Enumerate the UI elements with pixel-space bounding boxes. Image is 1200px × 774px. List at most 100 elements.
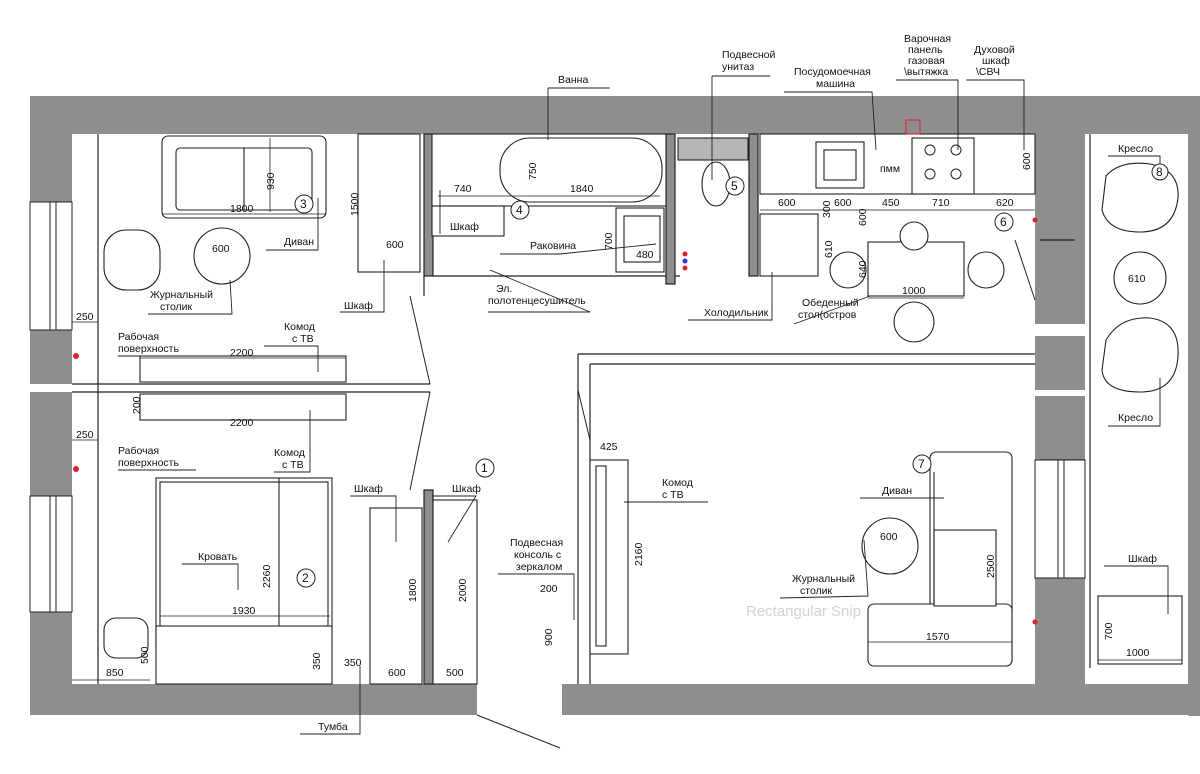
dim-k-710: 710: [932, 197, 950, 209]
label-vanna: Ванна: [558, 74, 588, 86]
room-number-1: 1: [481, 461, 488, 475]
dim-wd-500: 500: [446, 667, 464, 679]
watermark: Rectangular Snip: [746, 603, 861, 620]
label-konsol-1: Подвесная: [510, 537, 563, 549]
dim-k-640: 640: [857, 260, 869, 278]
labels: Ванна Подвесной унитаз Посудомоечная маш…: [118, 33, 1157, 733]
label-shkaf-bath: Шкаф: [450, 221, 479, 233]
dim-hall-1500: 1500: [349, 192, 361, 216]
dim-sofa-depth: 930: [265, 172, 277, 190]
room-number-8: 8: [1156, 165, 1163, 179]
dim-liv-2160: 2160: [633, 542, 645, 566]
label-rabochaya-2a: Рабочая: [118, 445, 159, 457]
label-kreslo-top: Кресло: [1118, 143, 1153, 155]
dim-k-600d: 600: [857, 208, 869, 226]
dim-w-250a: 250: [76, 311, 94, 323]
room-number-4: 4: [516, 203, 523, 217]
room-number-6: 6: [1000, 215, 1007, 229]
dim-bed-350: 350: [311, 652, 323, 670]
dim-bath-740: 740: [454, 183, 472, 195]
label-komod-1b: с ТВ: [292, 333, 314, 345]
label-krovat: Кровать: [198, 551, 238, 563]
dim-hall-600: 600: [386, 239, 404, 251]
label-komod-2b: с ТВ: [282, 459, 304, 471]
dim-liv-2500: 2500: [985, 554, 997, 578]
label-pmm-2: машина: [816, 78, 855, 90]
label-varochnaya-4: \вытяжка: [904, 66, 948, 78]
dimension-lines: [72, 138, 1182, 681]
dim-bed-1930: 1930: [232, 605, 256, 617]
label-el-1: Эл.: [496, 283, 512, 295]
label-stol-1: Обеденный: [802, 297, 859, 309]
dim-k-600a: 600: [778, 197, 796, 209]
label-el-2: полотенцесушитель: [488, 295, 586, 307]
label-shkaf-bed-1: Шкаф: [354, 483, 383, 495]
label-rabochaya-2b: поверхность: [118, 457, 179, 469]
stove-hobs: [924, 144, 962, 180]
label-rabochaya-1a: Рабочая: [118, 331, 159, 343]
label-komod-1a: Комод: [284, 321, 315, 333]
partitions: [72, 133, 1091, 685]
label-duhovoi-3: \СВЧ: [976, 66, 1000, 78]
label-duhovoi-1: Духовой: [974, 44, 1015, 56]
dim-wd-2000: 2000: [457, 578, 469, 602]
dim-bath-1840: 1840: [570, 183, 594, 195]
dimension-texts: 1800 930 600 1500 600 740 750 1840 700 4…: [76, 152, 1150, 679]
label-zhurnalnyi-top-2: столик: [160, 301, 193, 313]
doors: [409, 239, 1036, 749]
dim-liv-600: 600: [880, 531, 898, 543]
dim-arm-610: 610: [1128, 273, 1146, 285]
room-numbers: 1 2 3 4 5 6 7 8: [294, 163, 1169, 588]
label-stol-2: стол(остров: [798, 309, 857, 321]
dim-liv-425: 425: [600, 441, 618, 453]
electrical-markers: [73, 217, 1038, 625]
dim-table-600-top: 600: [212, 243, 230, 255]
dim-w-2200a: 2200: [230, 347, 254, 359]
leader-lines: [118, 75, 1169, 735]
label-komod-living-b: с ТВ: [662, 489, 684, 501]
dim-w-200: 200: [131, 396, 143, 414]
label-tumba: Тумба: [318, 721, 348, 733]
room-number-2: 2: [302, 571, 309, 585]
dim-k-450: 450: [882, 197, 900, 209]
dim-sofa-len: 1800: [230, 203, 254, 215]
label-duhovoi-2: шкаф: [982, 55, 1010, 67]
dim-w-250b: 250: [76, 429, 94, 441]
dim-k-300: 300: [821, 200, 833, 218]
dim-k-600b: 600: [834, 197, 852, 209]
walls: [30, 96, 1200, 716]
room-number-3: 3: [300, 197, 307, 211]
dim-bath-750: 750: [527, 162, 539, 180]
dim-con-900: 900: [543, 628, 555, 646]
label-rakovina: Раковина: [530, 240, 576, 252]
dim-k-610: 610: [823, 240, 835, 258]
marker-blue: [682, 258, 688, 264]
label-shkaf-balcony: Шкаф: [1128, 553, 1157, 565]
label-holodilnik: Холодильник: [704, 307, 769, 319]
dim-bed-850: 850: [106, 667, 124, 679]
dim-bal-700: 700: [1103, 622, 1115, 640]
dim-sink-480: 480: [636, 249, 654, 261]
dim-bed-2260: 2260: [261, 564, 273, 588]
label-zhurnalnyi-living-2: столик: [800, 585, 833, 597]
label-komod-living-a: Комод: [662, 477, 693, 489]
room-number-5: 5: [731, 179, 738, 193]
label-varochnaya-3: газовая: [908, 55, 945, 67]
dim-sink-700: 700: [603, 232, 615, 250]
label-zhurnalnyi-living-1: Журнальный: [792, 573, 855, 585]
dim-w-2200b: 2200: [230, 417, 254, 429]
label-pmm-1: Посудомоечная: [794, 66, 871, 78]
label-rabochaya-1b: поверхность: [118, 343, 179, 355]
label-varochnaya-2: панель: [908, 44, 943, 56]
dim-bed-500: 500: [139, 646, 151, 664]
vent-marker: [905, 119, 921, 135]
dim-k-1000: 1000: [902, 285, 926, 297]
label-konsol-2: консоль с: [514, 549, 561, 561]
dim-liv-1570: 1570: [926, 631, 950, 643]
label-pmm: пмм: [880, 163, 900, 175]
label-unitaz-2: унитаз: [722, 61, 754, 73]
label-shkaf-bed-2: Шкаф: [452, 483, 481, 495]
label-kreslo-bottom: Кресло: [1118, 412, 1153, 424]
label-divan-top: Диван: [284, 236, 314, 248]
